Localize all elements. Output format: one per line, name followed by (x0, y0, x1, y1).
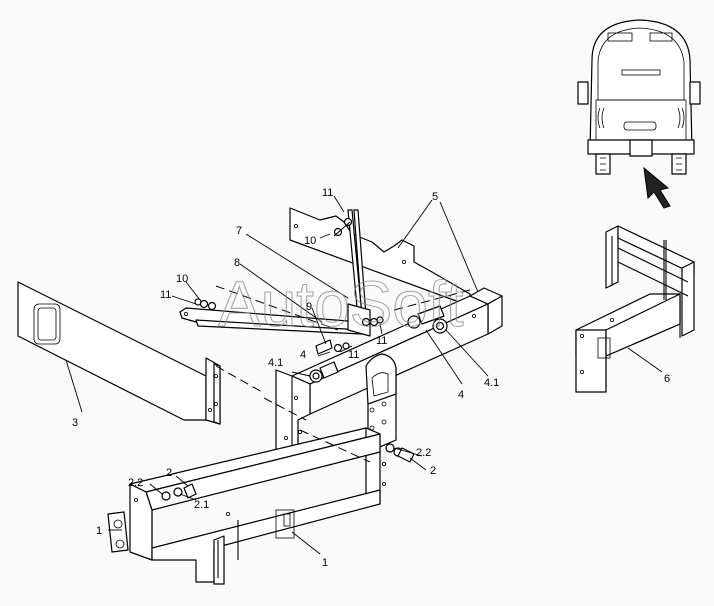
fastener-10-upper (333, 217, 353, 237)
label-4-1-left: 4.1 (268, 357, 283, 369)
fasteners (161, 217, 448, 501)
label-11-right: 11 (376, 335, 387, 347)
label-2-1: 2.1 (194, 499, 209, 511)
assembly-axes (215, 285, 471, 463)
bus-rear-view-inset (577, 19, 701, 209)
label-9: 9 (306, 301, 312, 313)
part-labels: 11 10 7 8 10 11 9 4 11 11 4.1 5 4 4.1 3 … (72, 187, 670, 569)
label-2-right: 2 (430, 465, 436, 477)
label-11-left: 11 (160, 289, 171, 301)
label-4-left: 4 (300, 349, 306, 361)
label-11-top: 11 (322, 187, 333, 199)
label-4-1-right: 4.1 (484, 377, 499, 389)
label-2-left: 2 (166, 467, 172, 479)
label-2-2-right: 2.2 (416, 447, 431, 459)
label-7: 7 (236, 225, 242, 237)
watermark: AutoSoft (218, 268, 464, 340)
bracket-arms (179, 209, 371, 337)
part-6-frame (575, 225, 695, 393)
fastener-9 (315, 316, 384, 355)
leader-lines (65, 195, 663, 555)
fastener-4-right (407, 305, 448, 334)
label-3: 3 (72, 417, 78, 429)
label-1-left: 1 (96, 525, 102, 537)
label-5: 5 (432, 191, 438, 203)
fastener-2-right (385, 443, 415, 463)
label-10-left: 10 (176, 273, 188, 285)
label-1-bottom: 1 (322, 557, 328, 569)
label-2-2-left: 2.2 (128, 477, 143, 489)
fastener-10-left (194, 298, 217, 311)
label-10-top: 10 (304, 235, 316, 247)
part-3-side-plate (17, 281, 221, 425)
label-4-right: 4 (458, 389, 464, 401)
label-6: 6 (664, 373, 670, 385)
fastener-4-1-left (309, 361, 339, 383)
label-8: 8 (234, 257, 240, 269)
part-1-lower-frame (107, 427, 386, 585)
label-11-mid: 11 (348, 349, 359, 361)
